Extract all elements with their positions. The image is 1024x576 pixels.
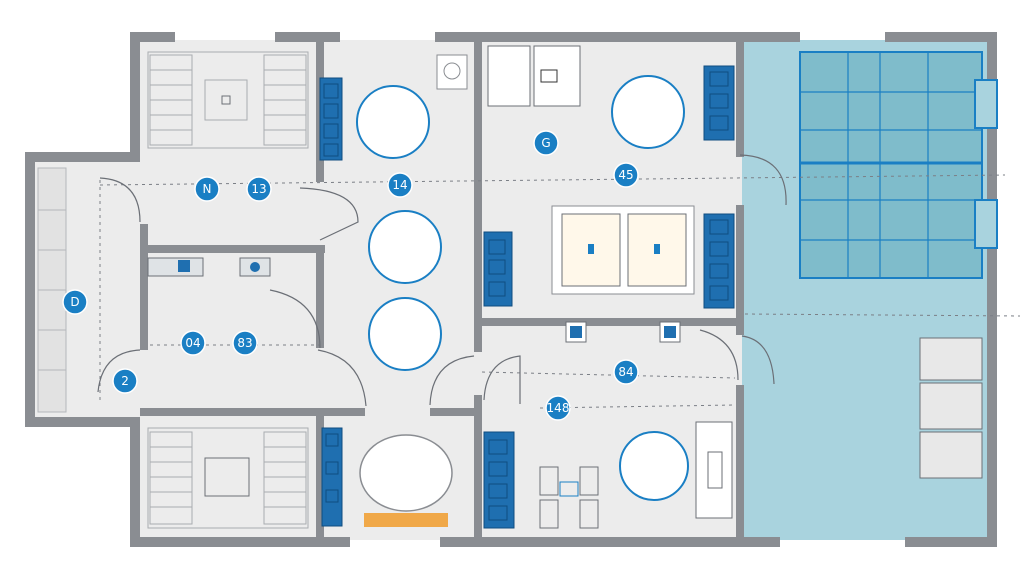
balcony-left	[37, 167, 67, 413]
svg-text:13: 13	[251, 182, 266, 196]
svg-text:N: N	[203, 182, 212, 196]
marker-04[interactable]: 04	[180, 330, 206, 356]
svg-text:04: 04	[185, 336, 200, 350]
marker-d[interactable]: D	[62, 289, 88, 315]
marker-148[interactable]: 148	[545, 395, 571, 421]
stairs-top	[147, 51, 309, 149]
round-table-2	[368, 210, 442, 284]
svg-text:G: G	[541, 136, 550, 150]
marker-n[interactable]: N	[194, 176, 220, 202]
round-table-1	[356, 85, 430, 159]
marker-83[interactable]: 83	[232, 330, 258, 356]
svg-text:D: D	[70, 295, 79, 309]
marker-13[interactable]: 13	[246, 176, 272, 202]
sink	[436, 54, 468, 90]
counter	[364, 513, 448, 527]
svg-text:83: 83	[237, 336, 252, 350]
cabinets	[319, 65, 735, 529]
svg-text:45: 45	[618, 168, 633, 182]
round-table-5	[611, 75, 685, 149]
doors	[97, 154, 787, 407]
marker-84[interactable]: 84	[613, 359, 639, 385]
svg-text:148: 148	[547, 401, 570, 415]
stairs-bottom	[147, 427, 309, 529]
svg-text:84: 84	[618, 365, 633, 379]
furniture	[147, 45, 998, 529]
markers: N 13 14 G 45 D 04 83 2 84 148	[62, 130, 639, 421]
round-table-6	[619, 431, 689, 501]
svg-text:2: 2	[121, 374, 129, 388]
marker-g[interactable]: G	[533, 130, 559, 156]
round-table-3	[368, 297, 442, 371]
marker-45[interactable]: 45	[613, 162, 639, 188]
marker-2[interactable]: 2	[112, 368, 138, 394]
marker-14[interactable]: 14	[387, 172, 413, 198]
round-table-4	[359, 434, 453, 512]
svg-text:14: 14	[392, 178, 407, 192]
